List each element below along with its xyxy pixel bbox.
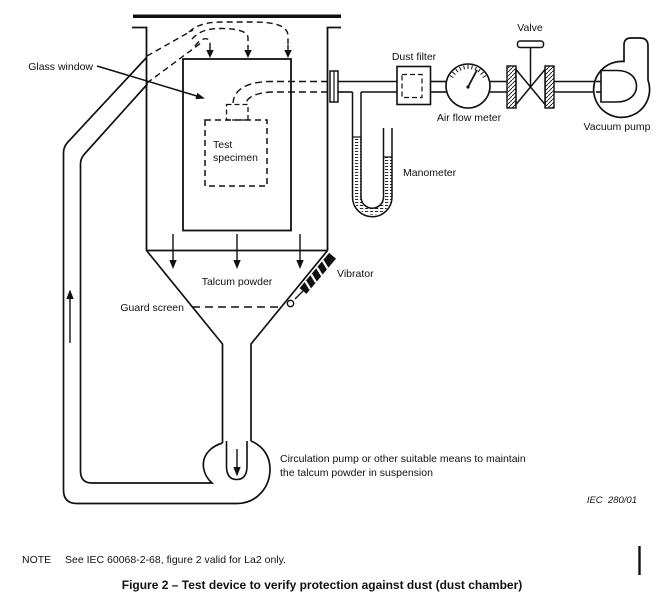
fall-arrows [169,234,304,269]
manometer-label: Manometer [403,167,457,179]
loop-outer-wall [62,56,271,505]
meter-ticks [449,65,487,78]
dust-filter-label: Dust filter [392,51,437,63]
note-label: NOTE [22,554,51,566]
down-flow-arrowhead [233,467,241,477]
circulation-label-1: Circulation pump or other suitable means… [280,453,526,465]
glass-window-panel [182,58,292,232]
test-specimen-label-2: specimen [213,152,258,164]
spray-arrows [206,45,292,58]
powder-ducts [146,21,304,269]
loop-inner-wall [79,83,223,484]
valve [506,40,555,109]
duct-arc-outer [188,21,289,45]
note-text: See IEC 60068-2-68, figure 2 valid for L… [65,554,286,566]
funnel [145,249,329,443]
diagram-labels: Glass window Test specimen Dust filter A… [28,22,650,479]
manometer [351,92,393,218]
dust-filter [396,65,432,106]
duct-diagonal-top [146,29,194,57]
funnel-left-slope [145,249,224,443]
circulation-pump-tube [225,441,248,481]
valve-label: Valve [517,22,543,34]
vacuum-pump [592,37,651,119]
air-flow-meter-label: Air flow meter [437,112,502,124]
vibrator-label: Vibrator [337,268,374,280]
guard-screen-label: Guard screen [120,302,184,314]
funnel-right-slope [250,249,329,441]
test-specimen-label-1: Test [213,139,232,151]
valve-handle [516,40,545,49]
test-specimen [204,80,328,187]
chamber-right-wall [326,26,341,251]
manometer-liquid [353,137,392,215]
meter-needle [467,69,478,88]
specimen-connector [225,103,249,121]
chamber [132,14,341,252]
glass-window-leader [96,65,205,100]
chamber-lid [133,14,341,18]
glass-window-label: Glass window [28,61,93,73]
chamber-left-wall [132,26,148,251]
circulation-label-2: the talcum powder in suspension [280,467,433,479]
suction-duct-bottom [245,91,328,104]
vibrator-bar [299,252,337,294]
figure-caption: Figure 2 – Test device to verify protect… [122,578,523,592]
suction-duct-top [232,80,328,104]
vibrator-mount [286,299,295,308]
up-flow-arrowhead [66,289,74,299]
talcum-powder-label: Talcum powder [202,276,273,288]
duct-arc-middle [191,27,249,45]
circulation-loop [62,56,271,505]
vacuum-pump-label: Vacuum pump [584,121,651,133]
vibrator [286,252,337,308]
pump-impeller [600,69,638,103]
air-flow-meter [445,63,491,109]
duct-arc-inner [194,38,211,47]
duct-diagonal-bottom [146,42,202,84]
note-row: NOTE See IEC 60068-2-68, figure 2 valid … [22,554,286,566]
suction-line [329,37,651,119]
artwork-reference: IEC 280/01 [587,495,637,506]
